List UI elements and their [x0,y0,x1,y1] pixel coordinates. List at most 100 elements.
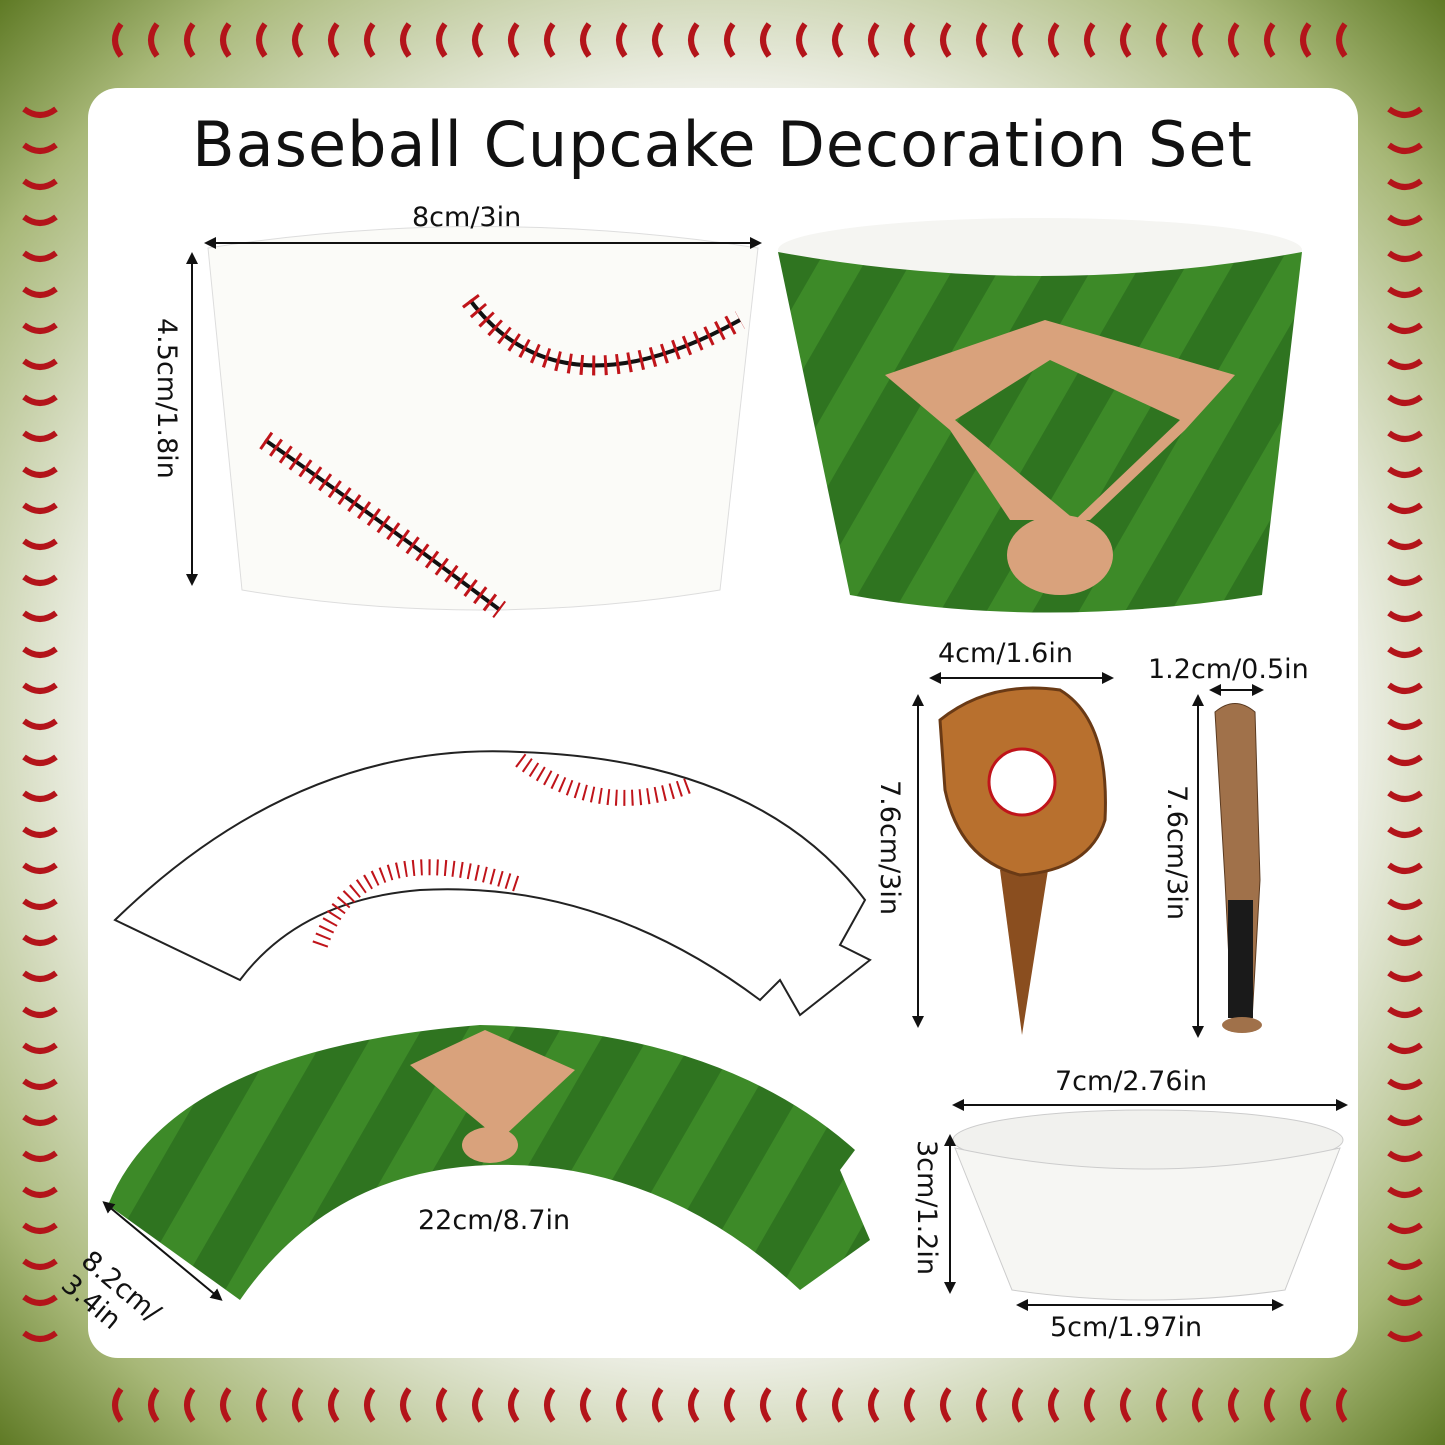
stitch-mark [1387,214,1423,226]
field-wrapper-flat [108,1025,870,1300]
stitch-mark [400,1387,412,1423]
stitch-mark [22,1186,58,1198]
stitch-mark [22,646,58,658]
stitch-mark [616,22,628,58]
stitch-mark [1387,718,1423,730]
stitch-mark [436,22,448,58]
stitch-mark [1387,358,1423,370]
stitch-mark [616,1387,628,1423]
baseball-wrapper-assembled [207,226,759,619]
glove-topper [938,686,1107,1035]
cup-top-label: 7cm/2.76in [1055,1066,1208,1097]
stitch-mark [1012,1387,1024,1423]
stitch-mark [22,862,58,874]
stitch-mark [1387,1114,1423,1126]
stitch-mark [1156,1387,1168,1423]
stitch-mark [22,970,58,982]
stitch-mark [1387,1006,1423,1018]
stitch-mark [652,22,664,58]
stitch-mark [184,22,196,58]
stitch-mark [1387,574,1423,586]
stitch-mark [1048,1387,1060,1423]
stitch-mark [1084,22,1096,58]
stitch-mark [1387,142,1423,154]
stitch-mark [256,22,268,58]
stitch-mark [1387,1078,1423,1090]
stitch-mark [328,22,340,58]
stitch-mark [22,286,58,298]
stitch-mark [796,1387,808,1423]
stitch-mark [1387,898,1423,910]
stitch-mark [940,22,952,58]
stitch-mark [1387,322,1423,334]
stitch-mark [472,1387,484,1423]
bat-topper [1214,703,1262,1033]
stitch-mark [1228,1387,1240,1423]
stitch-mark [868,22,880,58]
stitch-mark [1387,1258,1423,1270]
cup-bottom-label: 5cm/1.97in [1050,1312,1203,1343]
stitch-mark [22,322,58,334]
stitch-mark [328,1387,340,1423]
stitch-mark [112,22,124,58]
stitch-mark [22,682,58,694]
stitch-mark [1387,1042,1423,1054]
stitch-mark [22,1006,58,1018]
stitch-mark [1387,754,1423,766]
stitch-mark [292,22,304,58]
stitch-mark [940,1387,952,1423]
stitch-mark [22,214,58,226]
stitch-mark [544,1387,556,1423]
stitch-mark [1192,1387,1204,1423]
stitch-mark [508,22,520,58]
stitch-mark [904,1387,916,1423]
stitch-mark [22,502,58,514]
stitch-mark [652,1387,664,1423]
stitch-mark [1387,610,1423,622]
stitch-mark [22,1330,58,1342]
stitch-mark [1336,22,1348,58]
stitch-mark [1387,250,1423,262]
stitch-mark [580,1387,592,1423]
stitch-mark [22,898,58,910]
stitch-mark [400,22,412,58]
stitch-mark [1387,502,1423,514]
page-title: Baseball Cupcake Decoration Set [192,108,1253,181]
dimension-arrows [102,237,1348,1311]
stitch-mark [976,22,988,58]
stitch-mark [1387,538,1423,550]
flat-length-label: 22cm/8.7in [418,1205,571,1236]
stitch-mark [1387,394,1423,406]
stitch-mark [436,1387,448,1423]
stitch-mark [760,22,772,58]
stitch-mark [1264,1387,1276,1423]
stitch-mark [976,1387,988,1423]
stitch-mark [724,1387,736,1423]
stitch-mark [1387,934,1423,946]
stitch-mark [22,1258,58,1270]
stitch-mark [22,142,58,154]
stitch-mark [22,430,58,442]
stitch-mark [796,22,808,58]
stitch-mark [22,1114,58,1126]
stitch-mark [112,1387,124,1423]
stitch-mark [472,22,484,58]
stitch-mark [22,178,58,190]
stitch-mark [1387,790,1423,802]
stitch-mark [256,1387,268,1423]
stitch-mark [1387,646,1423,658]
stitch-mark [1084,1387,1096,1423]
stitch-mark [184,1387,196,1423]
stitch-mark [1387,106,1423,118]
wrapper-width-label: 8cm/3in [412,202,522,233]
stitch-mark [1387,1186,1423,1198]
stitch-mark [148,22,160,58]
stitch-mark [22,538,58,550]
stitch-mark [22,358,58,370]
stitch-mark [292,1387,304,1423]
stitch-mark [1387,970,1423,982]
stitch-mark [22,1222,58,1234]
cupcake-liner [952,1109,1344,1301]
stitch-mark [1012,22,1024,58]
